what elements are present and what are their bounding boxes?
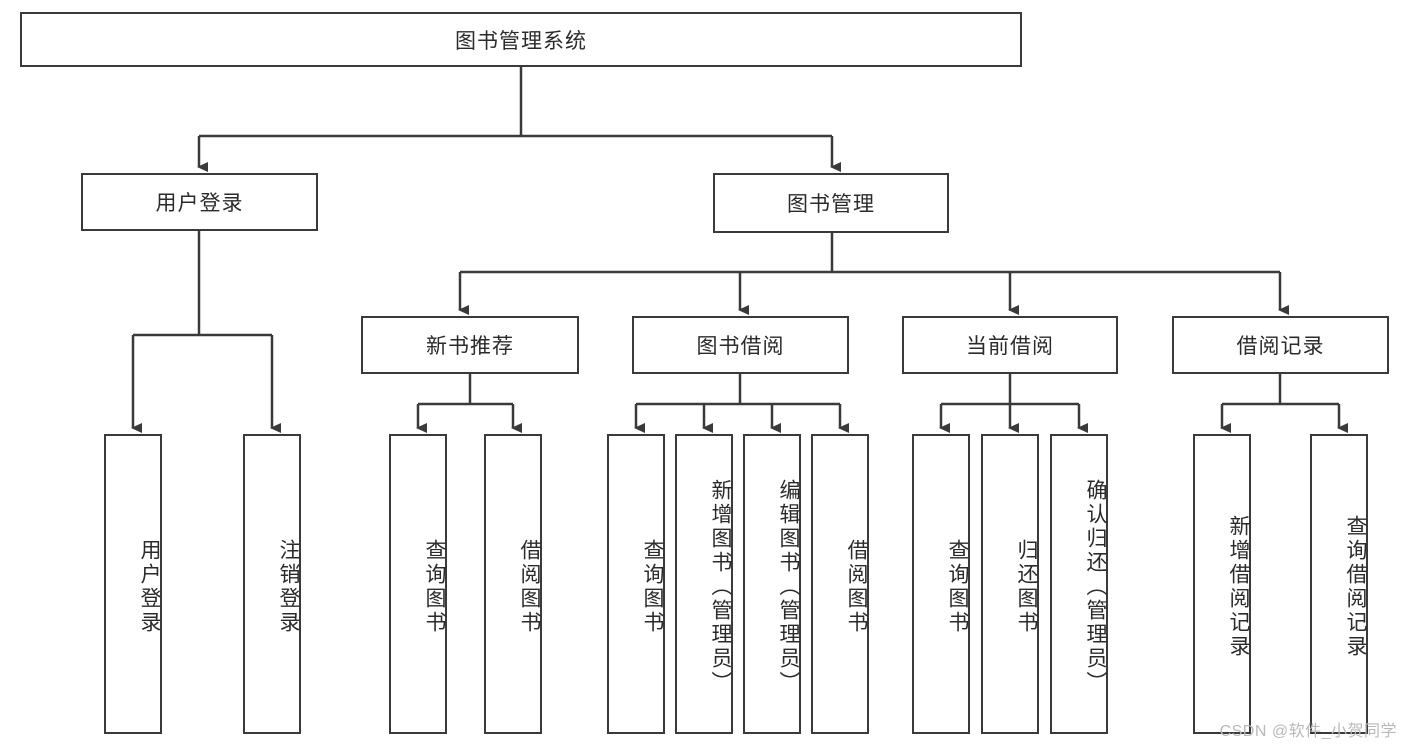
node-label: 归还图书 [1015, 539, 1038, 635]
node-label: 新增图书（管理员） [709, 479, 732, 695]
node-label: 借阅图书 [845, 539, 868, 635]
leaf-borrow-book[interactable]: 借阅图书 [811, 434, 869, 734]
node-label: 用户登录 [138, 539, 161, 635]
node-label: 新增借阅记录 [1227, 515, 1250, 659]
node-label: 查询借阅记录 [1344, 515, 1367, 659]
node-book-management[interactable]: 图书管理 [713, 173, 949, 233]
node-borrow-record[interactable]: 借阅记录 [1172, 316, 1389, 374]
node-label: 查询图书 [946, 539, 969, 635]
node-label: 查询图书 [423, 539, 446, 635]
leaf-add-borrow-record[interactable]: 新增借阅记录 [1193, 434, 1251, 734]
node-label: 注销登录 [277, 539, 300, 635]
leaf-return-book[interactable]: 归还图书 [981, 434, 1039, 734]
leaf-logout[interactable]: 注销登录 [243, 434, 301, 734]
node-user-login[interactable]: 用户登录 [81, 173, 318, 231]
node-new-book-recommend[interactable]: 新书推荐 [361, 316, 579, 374]
node-label: 确认归还（管理员） [1084, 479, 1107, 695]
leaf-edit-book-admin[interactable]: 编辑图书（管理员） [743, 434, 801, 734]
node-label: 当前借阅 [966, 335, 1054, 358]
node-label: 用户登录 [155, 192, 244, 215]
leaf-query-book-borrow[interactable]: 查询图书 [607, 434, 665, 734]
leaf-user-login[interactable]: 用户登录 [104, 434, 162, 734]
node-label: 图书管理 [787, 193, 875, 216]
leaf-query-book-recommend[interactable]: 查询图书 [389, 434, 447, 734]
node-book-management-system[interactable]: 图书管理系统 [20, 12, 1022, 67]
node-label: 借阅记录 [1236, 335, 1325, 358]
node-label: 图书管理系统 [455, 29, 587, 53]
node-label: 查询图书 [641, 539, 664, 635]
leaf-borrow-book-recommend[interactable]: 借阅图书 [484, 434, 542, 734]
csdn-watermark: CSDN @软件_小贺同学 [1219, 723, 1397, 740]
node-label: 借阅图书 [518, 539, 541, 635]
node-label: 新书推荐 [426, 335, 514, 358]
node-label: 编辑图书（管理员） [777, 479, 800, 695]
node-book-borrow[interactable]: 图书借阅 [632, 316, 849, 374]
leaf-add-book-admin[interactable]: 新增图书（管理员） [675, 434, 733, 734]
leaf-confirm-return-admin[interactable]: 确认归还（管理员） [1050, 434, 1108, 734]
leaf-query-borrow-record[interactable]: 查询借阅记录 [1310, 434, 1368, 734]
node-label: 图书借阅 [696, 335, 785, 358]
node-current-borrow[interactable]: 当前借阅 [902, 316, 1118, 374]
leaf-query-book-current[interactable]: 查询图书 [912, 434, 970, 734]
